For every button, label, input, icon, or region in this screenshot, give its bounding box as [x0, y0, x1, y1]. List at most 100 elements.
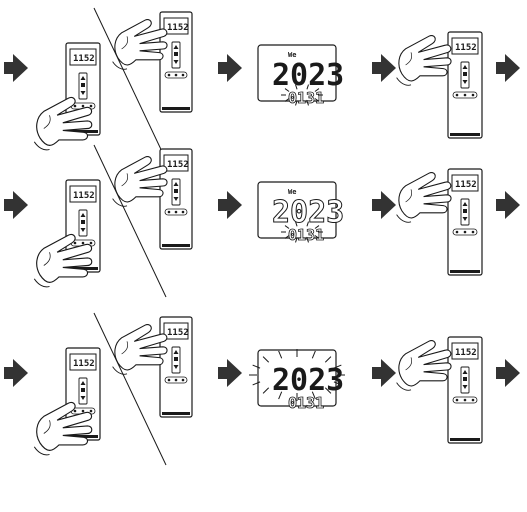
process-arrow — [218, 191, 242, 219]
remote-screen — [451, 37, 479, 55]
channel-dot — [167, 210, 171, 214]
up-arrow-icon — [80, 76, 86, 80]
up-arrow-icon — [462, 65, 468, 69]
remote-bottom-band — [450, 133, 480, 136]
process-arrow — [218, 359, 242, 387]
blink-ray — [262, 387, 270, 394]
weekday-label: We — [288, 188, 296, 196]
remote-screen-readout: 1152 — [455, 43, 477, 53]
remote-screen — [163, 154, 189, 172]
remote-screen-readout: 1152 — [73, 191, 95, 201]
up-arrow-icon — [462, 370, 468, 374]
blink-ray — [314, 88, 320, 92]
remote-screen — [451, 342, 479, 360]
remote-screen — [69, 353, 97, 371]
channel-dot — [174, 378, 178, 382]
channel-dot — [89, 104, 93, 108]
channel-dot — [81, 241, 85, 245]
blink-ray — [324, 356, 332, 363]
blink-ray — [295, 237, 298, 243]
remote-screen-readout: 1152 — [167, 23, 189, 33]
blink-ray — [333, 364, 342, 369]
up-arrow-icon — [173, 350, 179, 354]
remote-hold: 1152 — [159, 316, 193, 418]
stop-icon — [174, 357, 178, 361]
date-readout: 0131 — [288, 89, 324, 107]
blink-ray — [252, 364, 261, 369]
channel-dot — [181, 210, 185, 214]
channel-dot — [81, 409, 85, 413]
blink-ray — [314, 225, 320, 229]
up-arrow-icon — [462, 202, 468, 206]
blink-ray — [306, 221, 309, 227]
blink-ray — [295, 100, 298, 106]
channel-dot — [167, 378, 171, 382]
remote-screen-readout: 1152 — [455, 348, 477, 358]
channel-dot — [174, 210, 178, 214]
channel-dot — [89, 409, 93, 413]
process-arrow — [496, 191, 520, 219]
year-blink-rays — [249, 349, 345, 401]
date-blink-rays — [281, 221, 323, 243]
remote-pressing-up: 1152 — [447, 336, 483, 444]
stop-icon — [81, 388, 85, 392]
hand-pressing-up — [396, 35, 452, 86]
process-arrow — [4, 54, 28, 82]
divider-line — [93, 7, 167, 161]
process-arrow — [372, 191, 396, 219]
remote-bottom-band — [450, 438, 480, 441]
down-arrow-icon — [462, 80, 468, 84]
date-readout: 0131 — [288, 226, 324, 244]
blink-ray — [284, 235, 290, 239]
date-blink-rays — [281, 84, 323, 106]
hand-holding-remote — [112, 19, 168, 70]
stop-icon — [174, 189, 178, 193]
year-readout: 2023 — [272, 58, 344, 93]
down-arrow-icon — [462, 385, 468, 389]
process-arrow — [372, 359, 396, 387]
remote-bottom-band — [162, 107, 190, 110]
stop-icon — [81, 220, 85, 224]
down-arrow-icon — [173, 60, 179, 64]
blink-ray — [333, 381, 342, 386]
remote-screen-readout: 1152 — [455, 180, 477, 190]
divider-line — [93, 312, 167, 466]
channel-dot — [455, 398, 459, 402]
blink-ray — [324, 387, 332, 394]
up-arrow-icon — [173, 182, 179, 186]
blink-ray — [252, 381, 261, 386]
down-arrow-icon — [80, 228, 86, 232]
blink-ray — [295, 221, 298, 227]
remote-screen-readout: 1152 — [73, 54, 95, 64]
channel-dot — [463, 93, 467, 97]
remote-pressing-up: 1152 — [447, 168, 483, 276]
remote-screen — [451, 174, 479, 192]
channel-dot — [81, 104, 85, 108]
remote-bottom-band — [450, 270, 480, 273]
channel-dot — [455, 93, 459, 97]
down-arrow-icon — [80, 396, 86, 400]
down-arrow-icon — [173, 365, 179, 369]
blink-ray — [314, 235, 320, 239]
remote-bottom-band — [68, 130, 98, 133]
process-arrow — [372, 54, 396, 82]
channel-dot — [463, 230, 467, 234]
hand-holding-remote — [112, 156, 168, 207]
remote-screen — [69, 185, 97, 203]
down-arrow-icon — [462, 217, 468, 221]
process-arrow — [496, 54, 520, 82]
blink-ray — [262, 356, 270, 363]
blink-ray — [311, 350, 316, 359]
process-arrow — [4, 191, 28, 219]
hand-holding-remote — [112, 324, 168, 375]
channel-dot — [174, 73, 178, 77]
blink-ray — [311, 391, 316, 400]
hand-pressing-up — [396, 172, 452, 223]
remote-screen-readout: 1152 — [167, 328, 189, 338]
divider-line — [93, 144, 167, 298]
up-arrow-icon — [80, 213, 86, 217]
channel-dot — [471, 398, 475, 402]
